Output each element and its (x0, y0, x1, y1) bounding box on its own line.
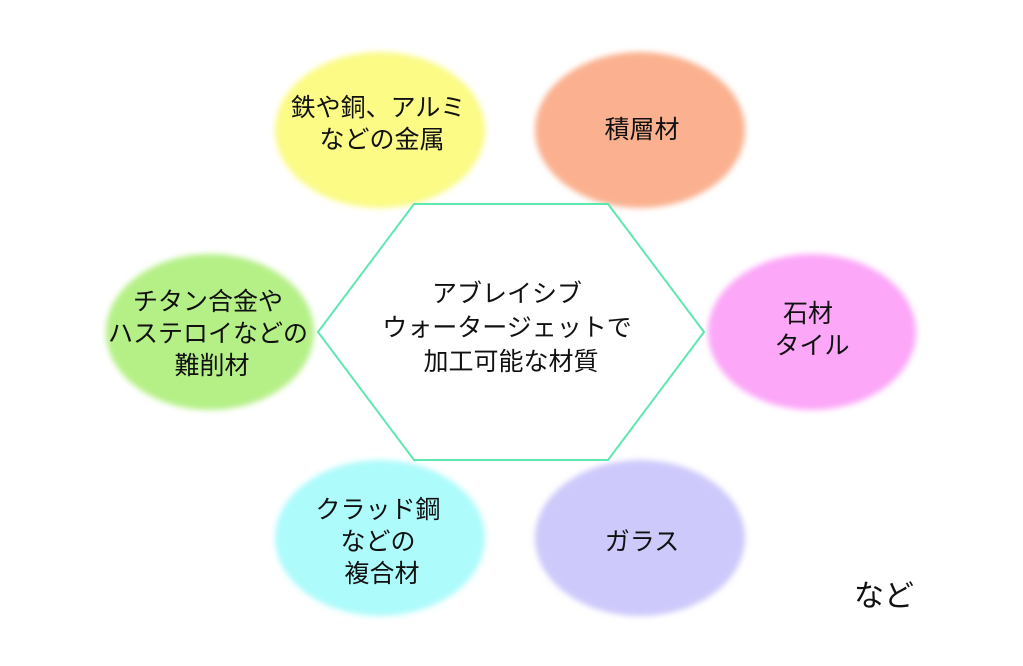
node-glass: ガラス (535, 460, 745, 616)
node-laminate: 積層材 (535, 52, 745, 208)
node-clad-steel-line-1: クラッド鋼 (316, 495, 441, 524)
node-stone-tile-line-1: 石材 (783, 299, 833, 328)
node-hard-to-cut-line-3: 難削材 (174, 351, 249, 380)
node-hard-to-cut-line-1: チタン合金や (133, 287, 283, 316)
node-clad-steel: クラッド鋼 などの 複合材 (275, 460, 485, 616)
node-hard-to-cut-label: チタン合金や ハステロイなどの 難削材 (108, 287, 316, 380)
node-metals-ellipse (275, 52, 485, 208)
node-glass-line-1: ガラス (605, 527, 680, 556)
node-metals-label: 鉄や銅、アルミ などの金属 (291, 93, 474, 154)
node-laminate-ellipse (535, 52, 745, 208)
node-laminate-label: 積層材 (604, 115, 679, 144)
hub-label: アブレイシブ ウォータージェットで 加工可能な材質 (382, 279, 639, 376)
node-metals-line-1: 鉄や銅、アルミ (291, 93, 466, 122)
node-metals: 鉄や銅、アルミ などの金属 (275, 52, 485, 208)
node-laminate-line-1: 積層材 (604, 115, 679, 144)
hub-line-2: ウォータージェットで (382, 313, 632, 342)
node-glass-ellipse (535, 460, 745, 616)
hub: アブレイシブ ウォータージェットで 加工可能な材質 (316, 203, 706, 461)
node-glass-label: ガラス (605, 527, 680, 556)
node-stone-tile-line-2: タイル (774, 331, 849, 360)
node-clad-steel-line-3: 複合材 (344, 559, 419, 588)
node-hard-to-cut: チタン合金や ハステロイなどの 難削材 (106, 254, 316, 410)
footer-etc-label: など (854, 579, 914, 614)
node-clad-steel-label: クラッド鋼 などの 複合材 (316, 495, 449, 588)
hub-line-3: 加工可能な材質 (423, 347, 598, 376)
node-hard-to-cut-ellipse (106, 254, 314, 410)
hub-line-1: アブレイシブ (432, 279, 582, 308)
node-metals-line-2: などの金属 (319, 125, 444, 154)
node-stone-tile-label: 石材 タイル (774, 299, 849, 360)
node-hard-to-cut-line-2: ハステロイなどの (108, 319, 308, 348)
node-stone-tile: 石材 タイル (708, 254, 916, 410)
node-clad-steel-ellipse (275, 460, 485, 616)
node-stone-tile-ellipse (708, 254, 916, 410)
node-clad-steel-line-2: などの (341, 527, 416, 556)
hub-hexagon (316, 203, 706, 461)
